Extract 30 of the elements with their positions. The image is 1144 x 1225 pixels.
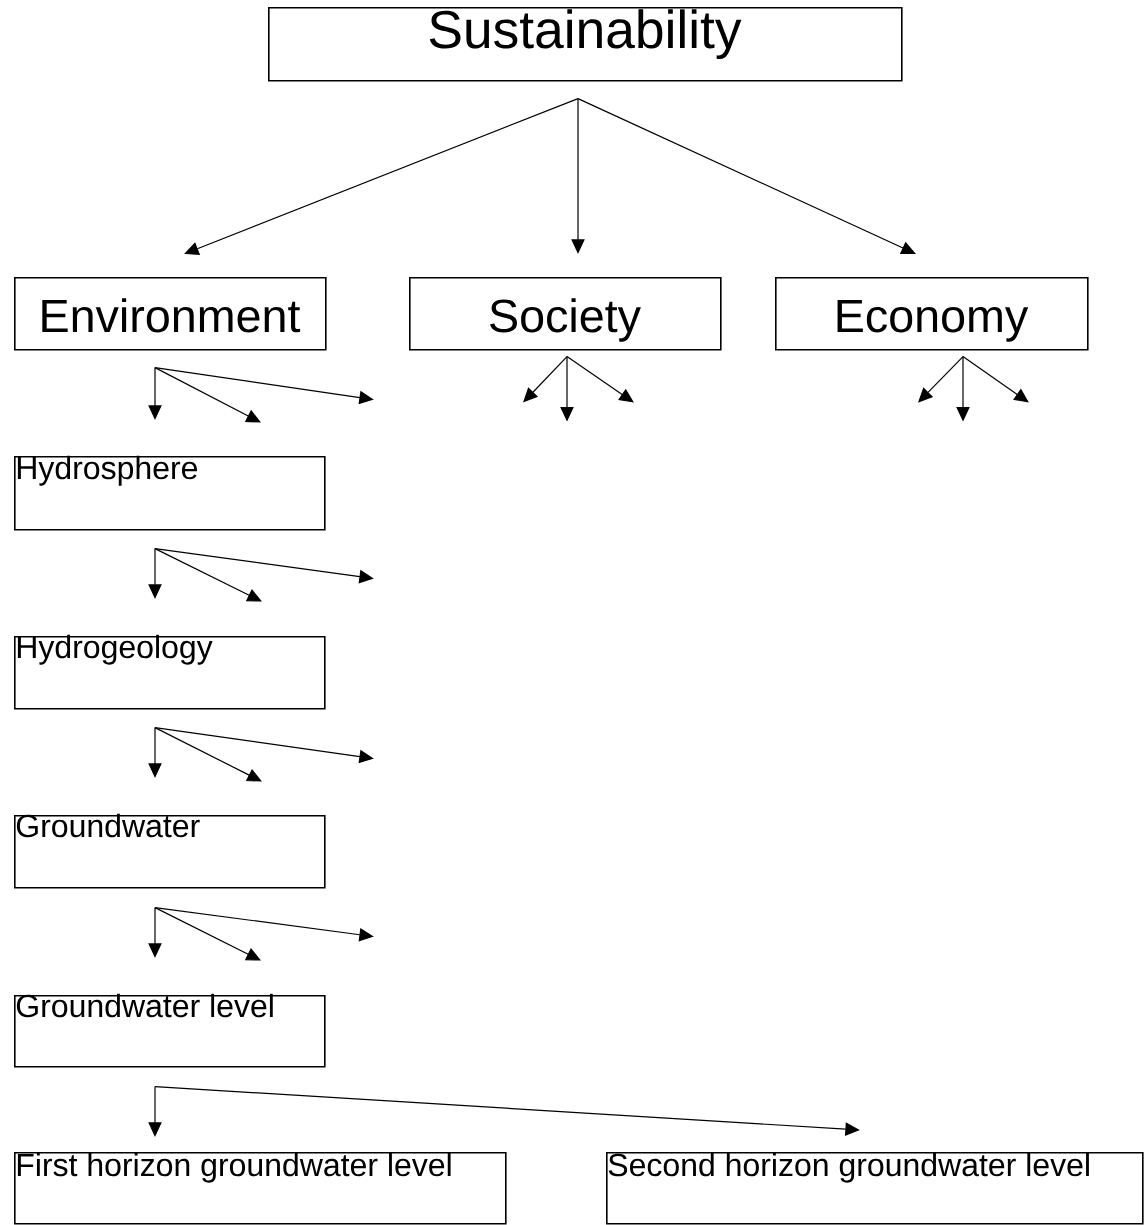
- arrow: [962, 356, 1029, 403]
- title-box: Sustainability: [268, 7, 903, 82]
- topic-box: Hydrosphere: [14, 455, 326, 531]
- arrow: [148, 548, 162, 599]
- category-box: Environment: [14, 277, 327, 351]
- arrow: [154, 907, 261, 961]
- arrow: [148, 907, 162, 958]
- topic-box: Second horizon groundwater level: [606, 1152, 1144, 1225]
- arrow: [523, 356, 568, 403]
- arrow: [148, 1086, 162, 1137]
- arrow: [154, 907, 374, 942]
- arrow: [154, 727, 374, 764]
- arrow: [154, 367, 261, 423]
- category-box: Economy: [775, 277, 1089, 351]
- topic-box: Groundwater: [14, 813, 326, 889]
- arrow: [148, 727, 162, 778]
- arrow: [577, 98, 916, 255]
- arrow: [154, 548, 374, 584]
- arrow: [918, 356, 964, 403]
- arrow: [566, 356, 634, 403]
- arrow: [571, 98, 585, 254]
- topic-box: First horizon groundwater level: [14, 1152, 507, 1225]
- arrow: [184, 98, 579, 255]
- category-box: Society: [409, 277, 722, 351]
- arrow: [154, 1086, 860, 1136]
- topic-box: Hydrogeology: [14, 634, 326, 710]
- arrow: [154, 548, 262, 602]
- topic-box: Groundwater level: [14, 993, 326, 1068]
- arrow: [154, 727, 262, 782]
- arrow: [148, 367, 162, 420]
